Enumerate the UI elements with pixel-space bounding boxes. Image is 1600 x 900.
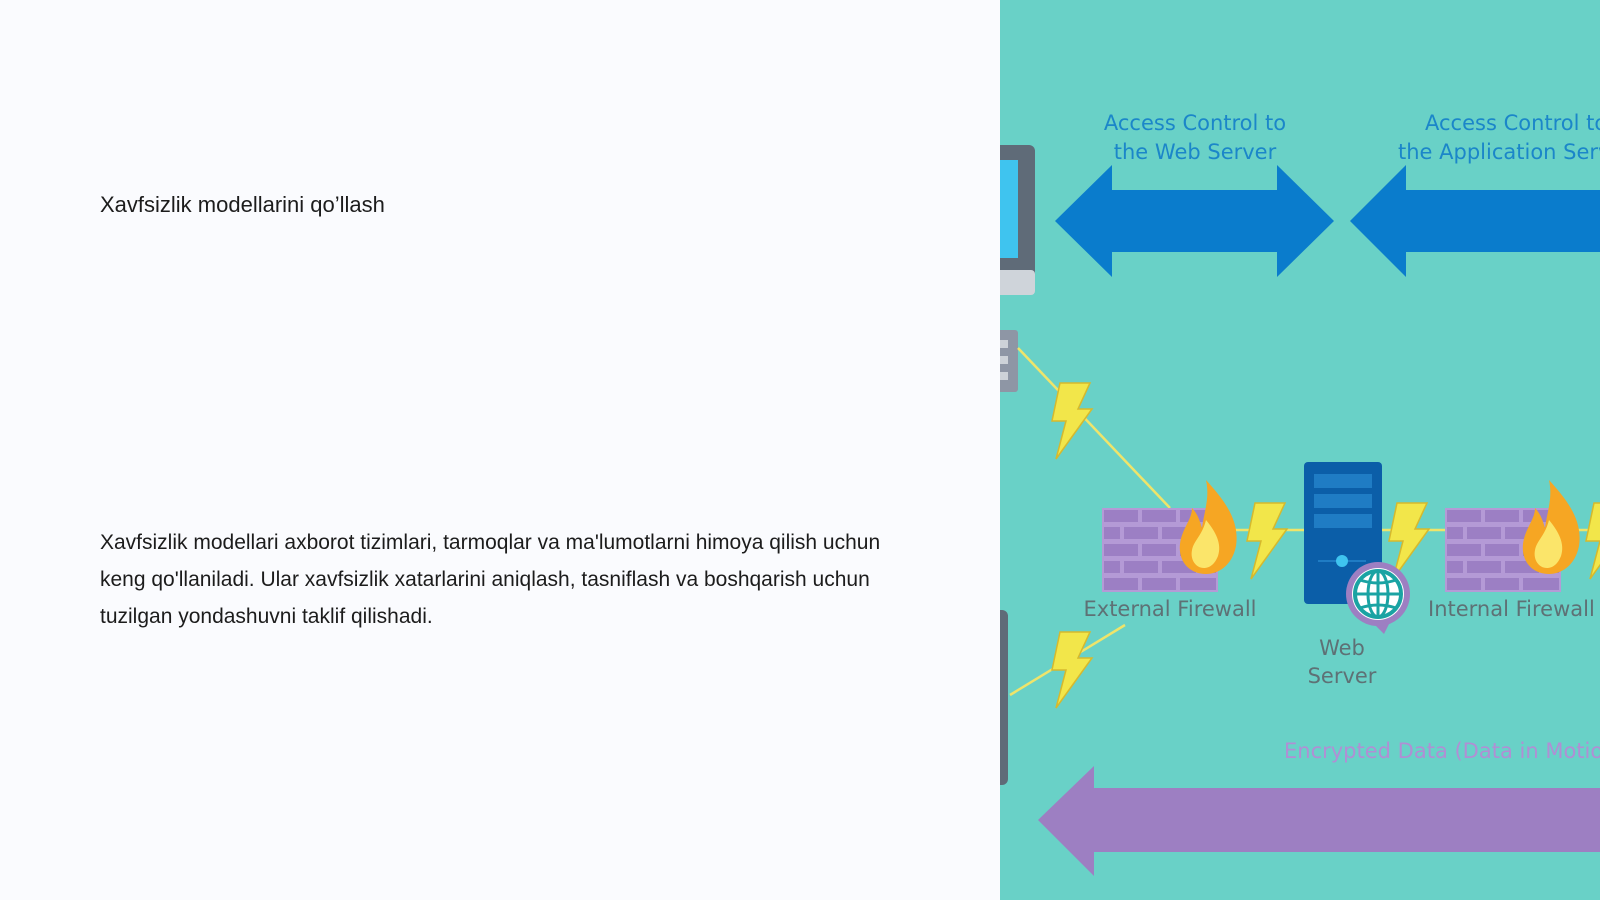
slide-title: Xavfsizlik modellarini qo’llash — [100, 192, 385, 217]
access-web-label-line2: the Web Server — [1114, 140, 1277, 164]
encrypted-data-label: Encrypted Data (Data in Motion) — [1284, 739, 1600, 763]
security-diagram: Access Control to the Web Server Access … — [1000, 0, 1600, 900]
text-panel: Xavfsizlik modellarini qo’llash Xavfsizl… — [100, 192, 881, 628]
server-rack-icon — [1000, 330, 1018, 392]
lightning-icon — [1246, 502, 1288, 580]
encrypted-data-arrow-icon — [1038, 766, 1600, 876]
access-app-arrow-icon — [1350, 165, 1600, 277]
external-firewall-label: External Firewall — [1084, 597, 1257, 621]
computer-icon — [1000, 145, 1035, 295]
diagram-canvas: Access Control to the Web Server Access … — [1000, 111, 1600, 876]
lightning-icon — [1585, 502, 1600, 580]
slide-body-text: Xavfsizlik modellari axborot tizimlari, … — [100, 531, 881, 628]
access-web-label-line1: Access Control to — [1104, 111, 1286, 135]
globe-icon — [1346, 562, 1410, 634]
access-web-arrow-icon — [1055, 165, 1334, 277]
web-server-label-line2: Server — [1308, 664, 1377, 688]
access-app-label-line1: Access Control to — [1425, 111, 1600, 135]
laptop-icon — [1000, 610, 1008, 785]
fire-icon — [1179, 480, 1237, 574]
web-server-label-line1: Web — [1319, 636, 1365, 660]
fire-icon — [1522, 480, 1580, 574]
access-app-label-line2: the Application Server — [1398, 140, 1600, 164]
internal-firewall-label: Internal Firewall — [1428, 597, 1595, 621]
lightning-icon — [1051, 631, 1093, 709]
